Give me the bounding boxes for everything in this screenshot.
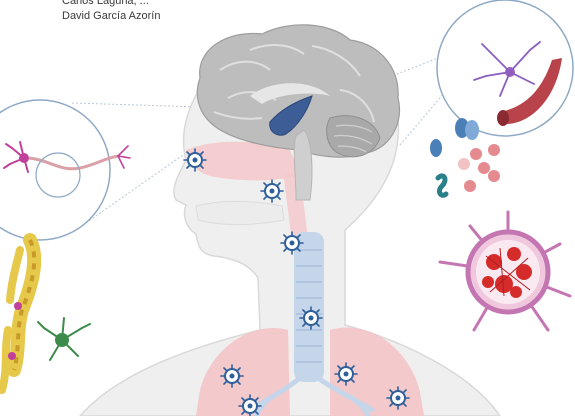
oral-cavity: [196, 202, 284, 225]
trachea: [294, 232, 324, 382]
virus-icon: [387, 387, 409, 409]
virus-icon: [221, 365, 243, 387]
cytokine-icon: [458, 144, 500, 192]
virus-icon: [261, 180, 283, 202]
thrombus-icon: [440, 212, 570, 330]
virus-icon: [300, 307, 322, 329]
virus-icon: [184, 149, 206, 171]
virus-icon: [281, 232, 303, 254]
zoom-circle-neurovascular: [437, 0, 573, 136]
microglia-icon: [38, 318, 90, 360]
myelin-axon-icon: [2, 240, 34, 390]
virus-icon: [335, 363, 357, 385]
virus-icon: [239, 395, 261, 416]
zoom-circle-neuron-left: [0, 100, 130, 240]
